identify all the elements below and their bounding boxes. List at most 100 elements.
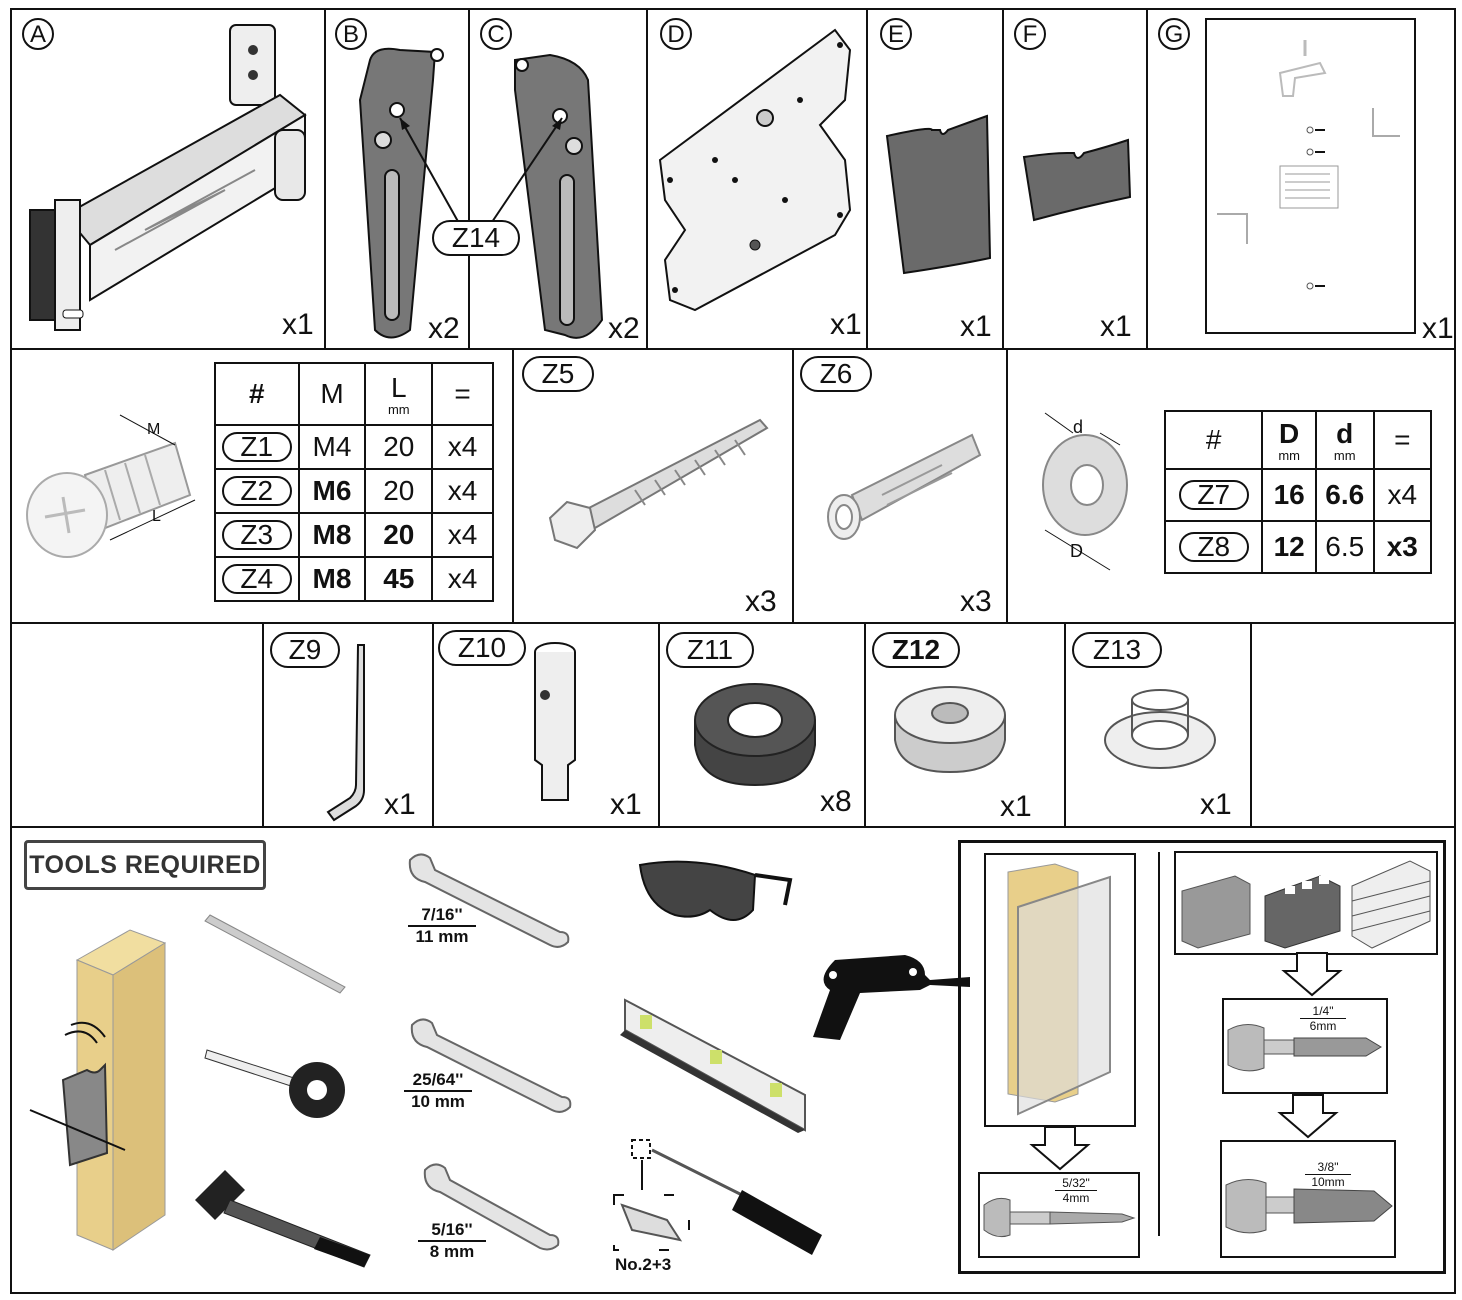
outer-d-cell: 12 (1261, 520, 1317, 574)
z13-quantity: x1 (1200, 788, 1232, 821)
header-m: M (297, 362, 367, 426)
part-e-quantity: x1 (960, 310, 992, 343)
inner-d-cell: 6.5 (1314, 520, 1375, 574)
z10-quantity: x1 (610, 788, 642, 821)
part-c-bracket-illustration (514, 53, 604, 339)
screwdriver-size-label: No.2+3 (615, 1255, 672, 1274)
col-divider (1006, 348, 1008, 622)
row-id-cell: Z7 (1163, 468, 1264, 522)
part-d-vesa-plate-illustration (658, 28, 852, 312)
l-cell: 20 (364, 424, 434, 470)
row-id-cell: Z8 (1163, 520, 1264, 574)
col-divider (432, 622, 434, 826)
header-eq: = (431, 362, 494, 426)
table-row: Z4 M8 45 x4 (214, 556, 494, 602)
inner-d-cell: 6.6 (1314, 468, 1375, 522)
col-divider (646, 8, 648, 348)
screwdriver-icon (613, 1139, 822, 1255)
wall-anchor-illustration (827, 433, 982, 540)
table-row: Z8 12 6.5 x3 (1163, 520, 1433, 574)
m-cell: M8 (297, 556, 367, 602)
spirit-level-icon (620, 998, 806, 1133)
part-e-spacer-illustration (885, 114, 992, 275)
wrench-icon (408, 853, 570, 948)
screw-m-dimension-label: M (147, 421, 161, 438)
z9-quantity: x1 (384, 788, 416, 821)
row-id-cell: Z2 (214, 468, 300, 514)
part-b-quantity: x2 (428, 312, 460, 345)
z6-label: Z6 (800, 356, 872, 392)
col-divider (1250, 622, 1252, 826)
masonry-blocks-illustration (1181, 860, 1431, 949)
z11-label: Z11 (666, 632, 754, 668)
row-id-cell: Z3 (214, 512, 300, 558)
masonry-drill-bit-icon (1225, 1179, 1393, 1234)
pencil-icon (204, 914, 346, 994)
part-f-letter: F (1014, 18, 1046, 50)
outer-d-cell: 16 (1261, 468, 1317, 522)
header-number: # (1163, 410, 1264, 470)
wrench-size-label: 7/16''11 mm (408, 905, 476, 947)
z6-quantity: x3 (960, 585, 992, 618)
hex-key-illustration (326, 644, 365, 822)
wood-stud-drywall-illustration (1007, 863, 1111, 1116)
drilling-guide-divider (1158, 852, 1160, 1236)
col-divider (1002, 8, 1004, 348)
drill-bit-size-label: 5/32"4mm (1055, 1176, 1097, 1205)
table-row: Z2 M6 20 x4 (214, 468, 494, 514)
wrench-size-label: 5/16''8 mm (418, 1220, 486, 1262)
z11-quantity: x8 (820, 785, 852, 818)
arrow-down-icon (1029, 1126, 1091, 1171)
part-a-letter: A (22, 18, 54, 50)
qty-cell: x4 (431, 424, 494, 470)
machine-screw-illustration (26, 414, 196, 558)
masonry-drill-bit-icon (1227, 1024, 1382, 1072)
qty-cell: x3 (1372, 520, 1433, 574)
knurled-nut-illustration (894, 686, 1006, 774)
power-drill-icon (813, 955, 970, 1040)
z14-pointer-arrows (399, 117, 563, 226)
header-eq: = (1372, 410, 1433, 470)
part-f-spacer-illustration (1022, 138, 1132, 222)
l-cell: 20 (364, 468, 434, 514)
socket-wrench-illustration (534, 642, 576, 801)
tools-required-heading: TOOLS REQUIRED (24, 840, 266, 890)
wrench-icon (423, 1163, 560, 1251)
z9-label: Z9 (270, 632, 340, 668)
col-divider (658, 622, 660, 826)
drill-bit-icon (983, 1197, 1136, 1238)
row-divider-1 (10, 348, 1456, 350)
arrow-down-icon (1277, 1094, 1339, 1139)
part-d-quantity: x1 (830, 308, 862, 341)
part-d-letter: D (660, 18, 692, 50)
row-divider-3 (10, 826, 1456, 828)
col-divider (468, 8, 470, 348)
col-divider (866, 8, 868, 348)
screw-l-dimension-label: L (152, 508, 161, 525)
part-g-quantity: x1 (1422, 312, 1454, 345)
washer-illustration (1042, 412, 1128, 571)
col-divider (324, 8, 326, 348)
washer-outer-d-label: D (1070, 541, 1083, 561)
qty-cell: x4 (431, 468, 494, 514)
z12-quantity: x1 (1000, 790, 1032, 823)
part-g-letter: G (1158, 18, 1190, 50)
spacer-ring-illustration (694, 683, 816, 787)
hammer-icon (195, 1170, 371, 1268)
part-c-letter: C (480, 18, 512, 50)
col-divider (864, 622, 866, 826)
col-divider (792, 348, 794, 622)
z10-label: Z10 (438, 630, 526, 666)
part-e-letter: E (880, 18, 912, 50)
table-row: Z7 16 6.6 x4 (1163, 468, 1433, 522)
qty-cell: x4 (431, 556, 494, 602)
m-cell: M4 (297, 424, 367, 470)
table-row: Z1 M4 20 x4 (214, 424, 494, 470)
stud-finder-illustration (29, 929, 167, 1251)
col-divider (1064, 622, 1066, 826)
m-cell: M8 (297, 512, 367, 558)
drill-bit-4mm-box (978, 1172, 1140, 1258)
